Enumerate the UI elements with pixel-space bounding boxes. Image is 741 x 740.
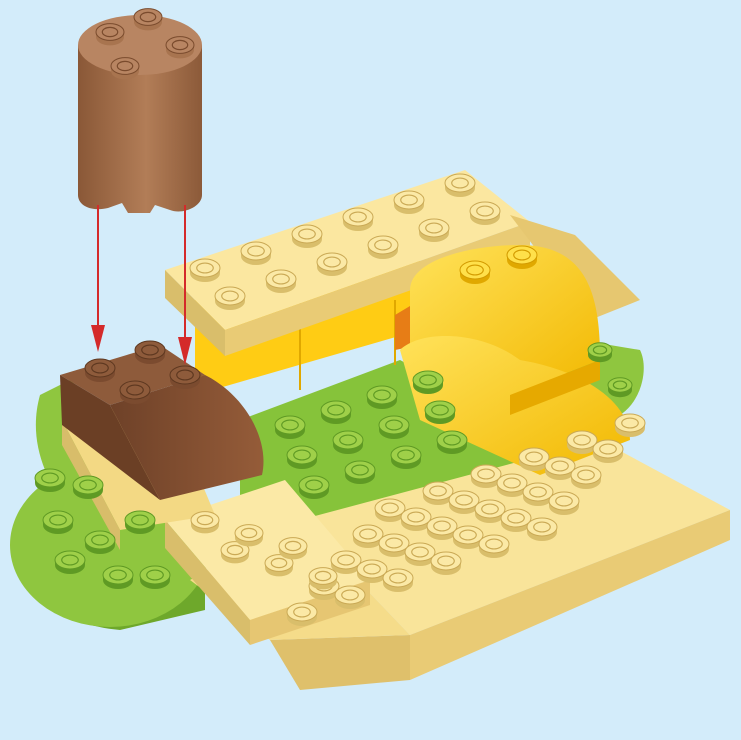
light-yellow-stud bbox=[379, 534, 409, 557]
green-stud bbox=[43, 511, 73, 534]
light-yellow-stud bbox=[567, 431, 597, 454]
green-stud bbox=[391, 446, 421, 469]
light-yellow-stud bbox=[394, 191, 424, 214]
light-yellow-stud bbox=[479, 535, 509, 558]
light-yellow-stud bbox=[615, 414, 645, 437]
green-stud bbox=[125, 511, 155, 534]
green-stud bbox=[103, 566, 133, 589]
light-yellow-stud bbox=[215, 287, 245, 310]
green-stud bbox=[608, 378, 632, 397]
light-yellow-stud bbox=[190, 259, 220, 282]
green-stud bbox=[85, 531, 115, 554]
light-yellow-stud bbox=[545, 457, 575, 480]
light-yellow-stud bbox=[279, 538, 307, 560]
green-stud bbox=[140, 566, 170, 589]
brown-stud bbox=[120, 381, 150, 404]
large-plate-left-side bbox=[270, 635, 410, 690]
light-yellow-stud bbox=[375, 499, 405, 522]
light-yellow-stud bbox=[287, 603, 317, 626]
light-yellow-stud bbox=[593, 440, 623, 463]
green-stud bbox=[588, 343, 612, 362]
light-yellow-stud bbox=[405, 543, 435, 566]
light-yellow-stud bbox=[445, 174, 475, 197]
light-yellow-stud bbox=[383, 569, 413, 592]
green-stud bbox=[73, 476, 103, 499]
light-yellow-stud bbox=[497, 474, 527, 497]
light-yellow-stud bbox=[549, 492, 579, 515]
light-yellow-stud bbox=[470, 202, 500, 225]
green-stud bbox=[55, 551, 85, 574]
light-yellow-stud bbox=[401, 508, 431, 531]
light-yellow-stud bbox=[357, 560, 387, 583]
light-yellow-stud bbox=[527, 518, 557, 541]
green-stud bbox=[287, 446, 317, 469]
light-yellow-stud bbox=[519, 448, 549, 471]
light-yellow-stud bbox=[191, 512, 219, 534]
brown-stud bbox=[134, 9, 162, 31]
light-yellow-stud bbox=[292, 225, 322, 248]
green-stud bbox=[367, 386, 397, 409]
brown-stud bbox=[111, 58, 139, 80]
green-stud bbox=[333, 431, 363, 454]
green-stud bbox=[35, 469, 65, 492]
light-yellow-stud bbox=[453, 526, 483, 549]
light-yellow-stud bbox=[501, 509, 531, 532]
light-yellow-stud bbox=[571, 466, 601, 489]
light-yellow-stud bbox=[343, 208, 373, 231]
brown-stud bbox=[166, 37, 194, 59]
light-yellow-stud bbox=[235, 525, 263, 547]
green-stud bbox=[275, 416, 305, 439]
light-yellow-stud bbox=[523, 483, 553, 506]
light-yellow-stud bbox=[335, 586, 365, 609]
light-yellow-stud bbox=[475, 500, 505, 523]
light-yellow-stud bbox=[423, 482, 453, 505]
green-stud bbox=[321, 401, 351, 424]
light-yellow-stud bbox=[427, 517, 457, 540]
light-yellow-stud bbox=[419, 219, 449, 242]
light-yellow-stud bbox=[431, 552, 461, 575]
light-yellow-stud bbox=[471, 465, 501, 488]
green-stud bbox=[437, 431, 467, 454]
brown-stud bbox=[170, 366, 200, 389]
brown-stud bbox=[85, 359, 115, 382]
light-yellow-stud bbox=[449, 491, 479, 514]
yellow-stud bbox=[507, 246, 537, 269]
green-stud bbox=[413, 371, 443, 394]
light-yellow-stud bbox=[353, 525, 383, 548]
green-stud bbox=[425, 401, 455, 424]
light-yellow-stud bbox=[241, 242, 271, 265]
green-stud bbox=[345, 461, 375, 484]
arrow-left-head bbox=[91, 325, 105, 352]
light-yellow-stud bbox=[368, 236, 398, 259]
yellow-stud bbox=[460, 261, 490, 284]
light-yellow-stud bbox=[331, 551, 361, 574]
light-yellow-stud bbox=[317, 253, 347, 276]
brown-stud bbox=[96, 24, 124, 46]
green-stud bbox=[299, 476, 329, 499]
light-yellow-stud bbox=[309, 568, 337, 590]
brown-stud bbox=[135, 341, 165, 364]
light-yellow-stud bbox=[266, 270, 296, 293]
green-stud bbox=[379, 416, 409, 439]
